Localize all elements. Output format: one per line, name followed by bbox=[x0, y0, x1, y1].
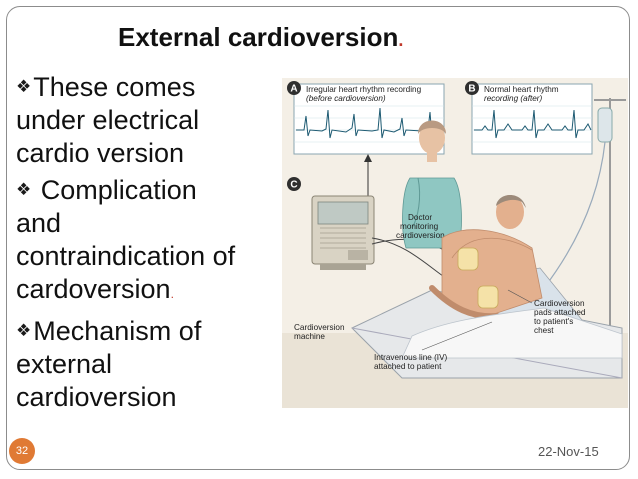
svg-text:to patient's: to patient's bbox=[534, 317, 573, 326]
svg-text:Cardioversion: Cardioversion bbox=[534, 299, 585, 308]
bullet-text: external bbox=[16, 349, 113, 379]
bullet-item: ❖These comes under electrical cardio ver… bbox=[16, 70, 286, 170]
bullet-text: cardioversion bbox=[16, 382, 177, 412]
bullet-text: and bbox=[16, 208, 62, 238]
diamond-bullet-icon: ❖ bbox=[16, 180, 32, 199]
svg-text:A: A bbox=[290, 84, 297, 95]
cardioversion-pad bbox=[477, 285, 499, 309]
svg-text:Intravenous line (IV): Intravenous line (IV) bbox=[374, 353, 448, 362]
slide-date: 22-Nov-15 bbox=[538, 444, 599, 459]
patient-figure bbox=[401, 195, 623, 359]
bullet-text: cardoversion bbox=[16, 274, 171, 304]
svg-text:(before cardioversion): (before cardioversion) bbox=[306, 94, 386, 103]
svg-text:C: C bbox=[290, 180, 297, 191]
cardioversion-machine-icon bbox=[311, 195, 375, 270]
svg-text:Normal heart rhythm: Normal heart rhythm bbox=[484, 85, 559, 94]
diamond-bullet-icon: ❖ bbox=[16, 321, 32, 340]
bullet-item: ❖ Complication and contraindication of c… bbox=[16, 175, 236, 304]
svg-text:pads attached: pads attached bbox=[534, 308, 586, 317]
bullet-text: These comes bbox=[33, 72, 196, 102]
svg-text:attached to patient: attached to patient bbox=[374, 362, 442, 371]
doctor-figure bbox=[402, 120, 462, 249]
slide-title: External cardioversion. bbox=[118, 22, 403, 53]
bullet-text: cardio version bbox=[16, 138, 185, 168]
svg-text:Cardioversion: Cardioversion bbox=[294, 323, 345, 332]
ecg-panel-after bbox=[471, 83, 593, 155]
slide-title-text: External cardioversion bbox=[118, 22, 399, 52]
bullet-list: ❖These comes under electrical cardio ver… bbox=[16, 70, 286, 414]
bullet-text: under electrical bbox=[16, 105, 200, 135]
svg-text:B: B bbox=[468, 84, 475, 95]
svg-text:recording (after): recording (after) bbox=[484, 94, 543, 103]
bullet-text: Mechanism of bbox=[33, 316, 202, 346]
svg-text:chest: chest bbox=[534, 326, 554, 335]
title-period: . bbox=[398, 30, 404, 50]
bullet-item: ❖Mechanism of external cardioversion bbox=[16, 314, 286, 414]
diamond-bullet-icon: ❖ bbox=[16, 77, 32, 96]
cardioversion-illustration: A Irregular heart rhythm recording (befo… bbox=[282, 78, 628, 408]
svg-text:machine: machine bbox=[294, 332, 325, 341]
cardioversion-pad bbox=[457, 247, 479, 271]
panel-badge-c bbox=[287, 177, 301, 191]
normal-rhythm-trace bbox=[474, 109, 592, 139]
ecg-panel-before bbox=[293, 83, 445, 155]
svg-text:Irregular heart rhythm recordi: Irregular heart rhythm recording bbox=[306, 85, 422, 94]
svg-text:monitoring: monitoring bbox=[400, 222, 439, 231]
cardioversion-illustration-svg: A Irregular heart rhythm recording (befo… bbox=[282, 78, 628, 408]
svg-text:Doctor: Doctor bbox=[408, 213, 432, 222]
iv-bag-icon bbox=[597, 107, 613, 143]
bullet-text: Complication bbox=[33, 175, 197, 205]
svg-text:cardioversion: cardioversion bbox=[396, 231, 445, 240]
bullet-text: contraindication of bbox=[16, 241, 236, 271]
page-number-badge: 32 bbox=[9, 438, 35, 464]
panel-badge-b bbox=[465, 81, 479, 95]
panel-badge-a bbox=[287, 81, 301, 95]
